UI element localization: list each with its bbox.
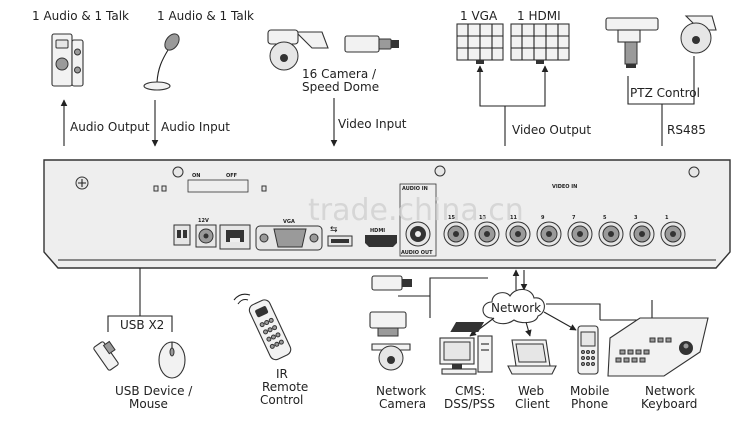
laptop-icon <box>507 339 557 375</box>
ir-line1: IR <box>276 367 288 381</box>
mobile-line2: Phone <box>571 397 608 411</box>
bnc-port: 3 <box>629 215 655 247</box>
ptz-group: PTZ Control RS485 <box>605 15 717 146</box>
camera-group: 16 Camera / Speed Dome Video Input <box>267 29 407 147</box>
panel-leds <box>153 185 267 192</box>
power-port: 12V <box>173 218 217 248</box>
desktop-pc-icon <box>439 335 493 375</box>
dip-switch: ON OFF <box>187 173 249 193</box>
usb-symbol-icon: ⇆ <box>330 225 338 235</box>
camera-label-line1: 16 Camera / <box>302 67 377 81</box>
speed-dome-icon <box>267 29 329 71</box>
hdmi-port: HDMI <box>365 228 397 247</box>
vga-monitor-icon <box>456 23 504 64</box>
video-input-label: Video Input <box>338 117 407 131</box>
usb-port: ⇆ <box>327 225 353 247</box>
rs485-label: RS485 <box>667 123 706 137</box>
cms-line1: CMS: <box>455 384 485 398</box>
audio-input-label: Audio Input <box>161 120 230 134</box>
ptz-camera-icon <box>605 17 659 68</box>
network-cloud-icon <box>482 288 545 325</box>
network-group: Network Network Camera CMS: <box>369 269 709 411</box>
hdmi-monitor-icon <box>510 23 570 64</box>
bnc-port-number: 11 <box>510 215 517 221</box>
dip-on-label: ON <box>192 173 200 179</box>
vga-title: 1 VGA <box>460 9 498 23</box>
audio-output-label: Audio Output <box>70 120 150 134</box>
speaker-icon <box>51 33 84 87</box>
hdmi-title: 1 HDMI <box>517 9 561 23</box>
microphone-group: 1 Audio & 1 Talk Audio Input <box>143 9 254 147</box>
monitor-bracket <box>479 82 546 107</box>
bnc-port: 9 <box>536 215 562 247</box>
usb-device-line1: USB Device / <box>115 384 193 398</box>
audio-output-title: 1 Audio & 1 Talk <box>32 9 129 23</box>
bnc-port-number: 9 <box>541 215 545 221</box>
ptz-bracket <box>627 56 695 105</box>
web-line2: Client <box>515 397 550 411</box>
cms-line2: DSS/PSS <box>444 397 495 411</box>
watermark: trade.china.cn <box>308 193 524 228</box>
bnc-port-number: 15 <box>448 215 455 221</box>
web-line1: Web <box>518 384 544 398</box>
bnc-port-number: 1 <box>665 215 669 221</box>
speaker-group: 1 Audio & 1 Talk Audio Output <box>32 9 150 146</box>
audio-ports: AUDIO IN AUDIO OUT <box>399 183 437 257</box>
ir-line2: Remote <box>262 380 308 394</box>
ptz-label: PTZ Control <box>630 86 700 100</box>
video-in-label: VIDEO IN <box>552 184 577 190</box>
audio-in-label: AUDIO IN <box>402 186 428 192</box>
usb-label: USB X2 <box>120 318 164 332</box>
network-left-link <box>429 277 488 318</box>
network-keyboard-icon <box>450 317 709 377</box>
bnc-port-number: 7 <box>572 215 576 221</box>
usb-stick-icon <box>93 340 119 371</box>
mobile-line1: Mobile <box>570 384 609 398</box>
ptz-dome-icon <box>680 15 717 54</box>
bnc-port: 11 <box>505 215 531 247</box>
bnc-port: 7 <box>567 215 593 247</box>
bnc-port-number: 13 <box>479 215 486 221</box>
bnc-port: 5 <box>598 215 624 247</box>
net-camera-line2: Camera <box>379 397 426 411</box>
video-in-ports: VIDEO IN 15 13 11 9 7 5 3 1 <box>443 184 686 247</box>
bnc-port-number: 5 <box>603 215 607 221</box>
ir-remote-group: IR Remote Control <box>233 293 308 407</box>
network-label: Network <box>491 301 541 315</box>
mouse-icon <box>158 341 186 379</box>
mobile-phone-icon <box>577 325 599 375</box>
power-label: 12V <box>198 218 209 224</box>
vga-port-label: VGA <box>283 219 295 225</box>
bnc-port: 13 <box>474 215 500 247</box>
bnc-port: 1 <box>660 215 686 247</box>
dip-off-label: OFF <box>226 173 237 179</box>
keyboard-line1: Network <box>645 384 695 398</box>
hdmi-port-label: HDMI <box>370 228 385 234</box>
bnc-port-number: 3 <box>634 215 638 221</box>
dvr-rear-panel: ON OFF 12V VGA ⇆ <box>43 159 731 269</box>
usb-group: USB X2 USB Device / Mouse <box>93 268 193 411</box>
usb-device-line2: Mouse <box>129 397 168 411</box>
ir-line3: Control <box>260 393 303 407</box>
camera-label-line2: Speed Dome <box>302 80 379 94</box>
keyboard-line2: Keyboard <box>641 397 697 411</box>
video-output-label: Video Output <box>512 123 591 137</box>
remote-control-icon <box>233 293 292 361</box>
audio-out-label: AUDIO OUT <box>401 250 433 256</box>
bnc-port: 15 <box>443 215 469 247</box>
vga-port: VGA <box>255 219 323 251</box>
net-camera-line1: Network <box>376 384 426 398</box>
screw-icon <box>75 165 700 190</box>
usb-bracket <box>107 315 173 332</box>
box-camera-icon <box>344 35 399 53</box>
audio-input-title: 1 Audio & 1 Talk <box>157 9 254 23</box>
lan-port <box>219 224 251 250</box>
network-camera-icon <box>369 275 412 371</box>
microphone-icon <box>143 33 180 91</box>
monitor-group: 1 VGA 1 HDMI Video Output <box>456 9 591 146</box>
